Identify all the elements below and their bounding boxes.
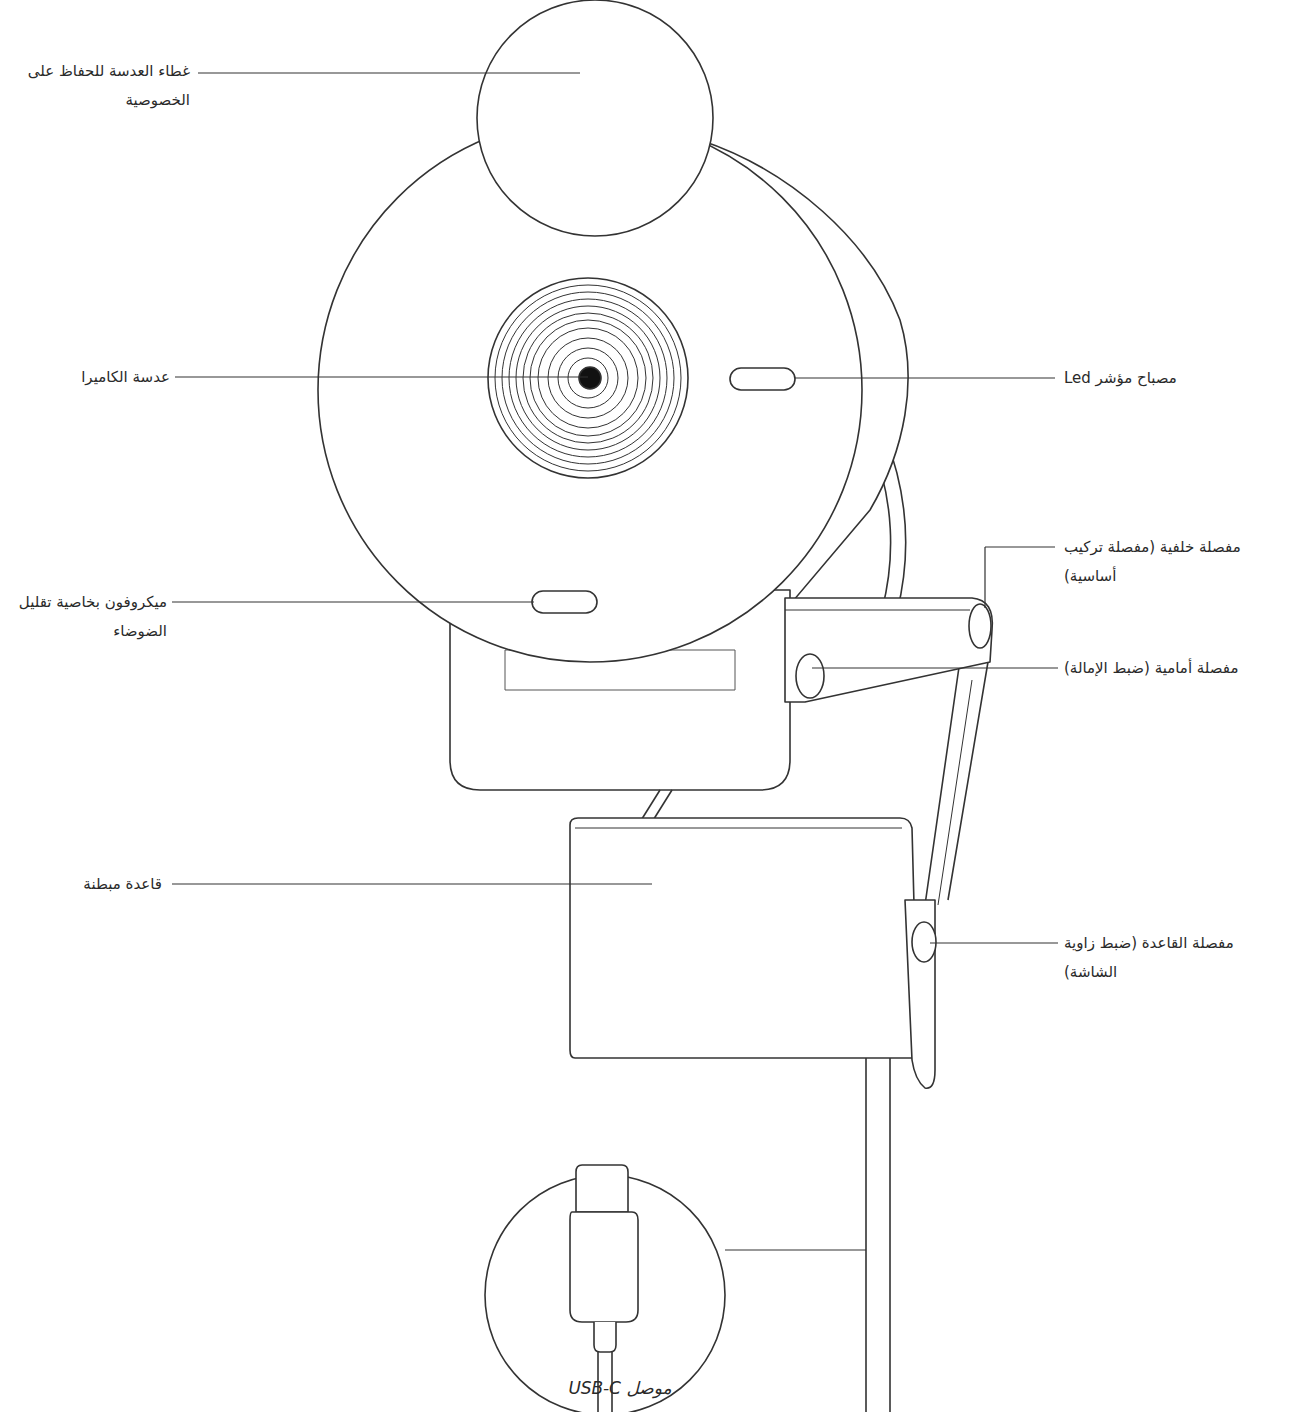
base-hinge: [912, 922, 936, 962]
padded-base: [570, 818, 918, 1058]
leader-line: [795, 377, 1055, 378]
hinge-bar-edge: [785, 610, 970, 611]
part-label: مفصلة أمامية (ضبط الإمالة): [1064, 654, 1300, 683]
leader-line: [172, 883, 652, 884]
hinge-bar: [785, 598, 992, 702]
led-indicator: [730, 368, 795, 390]
leader-line: [985, 547, 1055, 608]
privacy-cover: [477, 0, 713, 236]
part-label: ميكروفون بخاصية تقليل الضوضاء: [5, 588, 167, 646]
part-label: مفصلة خلفية (مفصلة تركيب أساسية): [1064, 533, 1264, 591]
leader-line: [930, 942, 1058, 943]
usb-c-strain: [594, 1322, 616, 1352]
microphone: [532, 591, 597, 613]
part-label: غطاء العدسة للحفاظ على الخصوصية: [12, 57, 190, 115]
usb-c-plug: [570, 1212, 638, 1322]
base-lip: [905, 900, 935, 1088]
lens-center: [579, 367, 601, 389]
leader-line: [198, 72, 580, 73]
stand-arm: [938, 680, 972, 905]
usb-c-tip: [576, 1165, 628, 1212]
front-hinge: [796, 654, 824, 698]
part-label: مفصلة القاعدة (ضبط زاوية الشاشة): [1064, 929, 1259, 987]
part-label: موصل USB-C: [505, 1374, 735, 1403]
leader-line: [725, 1249, 866, 1250]
part-label: مصباح مؤشر Led: [1064, 364, 1274, 393]
leader-line: [812, 667, 1058, 668]
cable: [866, 1058, 890, 1412]
stand-arm: [925, 650, 990, 905]
base-edge: [575, 828, 902, 829]
part-label: قاعدة مبطنة: [10, 870, 162, 899]
part-label: عدسة الكاميرا: [20, 363, 170, 392]
leader-line: [172, 601, 534, 602]
rear-hinge: [969, 604, 991, 648]
lens-ring: [488, 278, 688, 478]
leader-line: [175, 376, 588, 377]
